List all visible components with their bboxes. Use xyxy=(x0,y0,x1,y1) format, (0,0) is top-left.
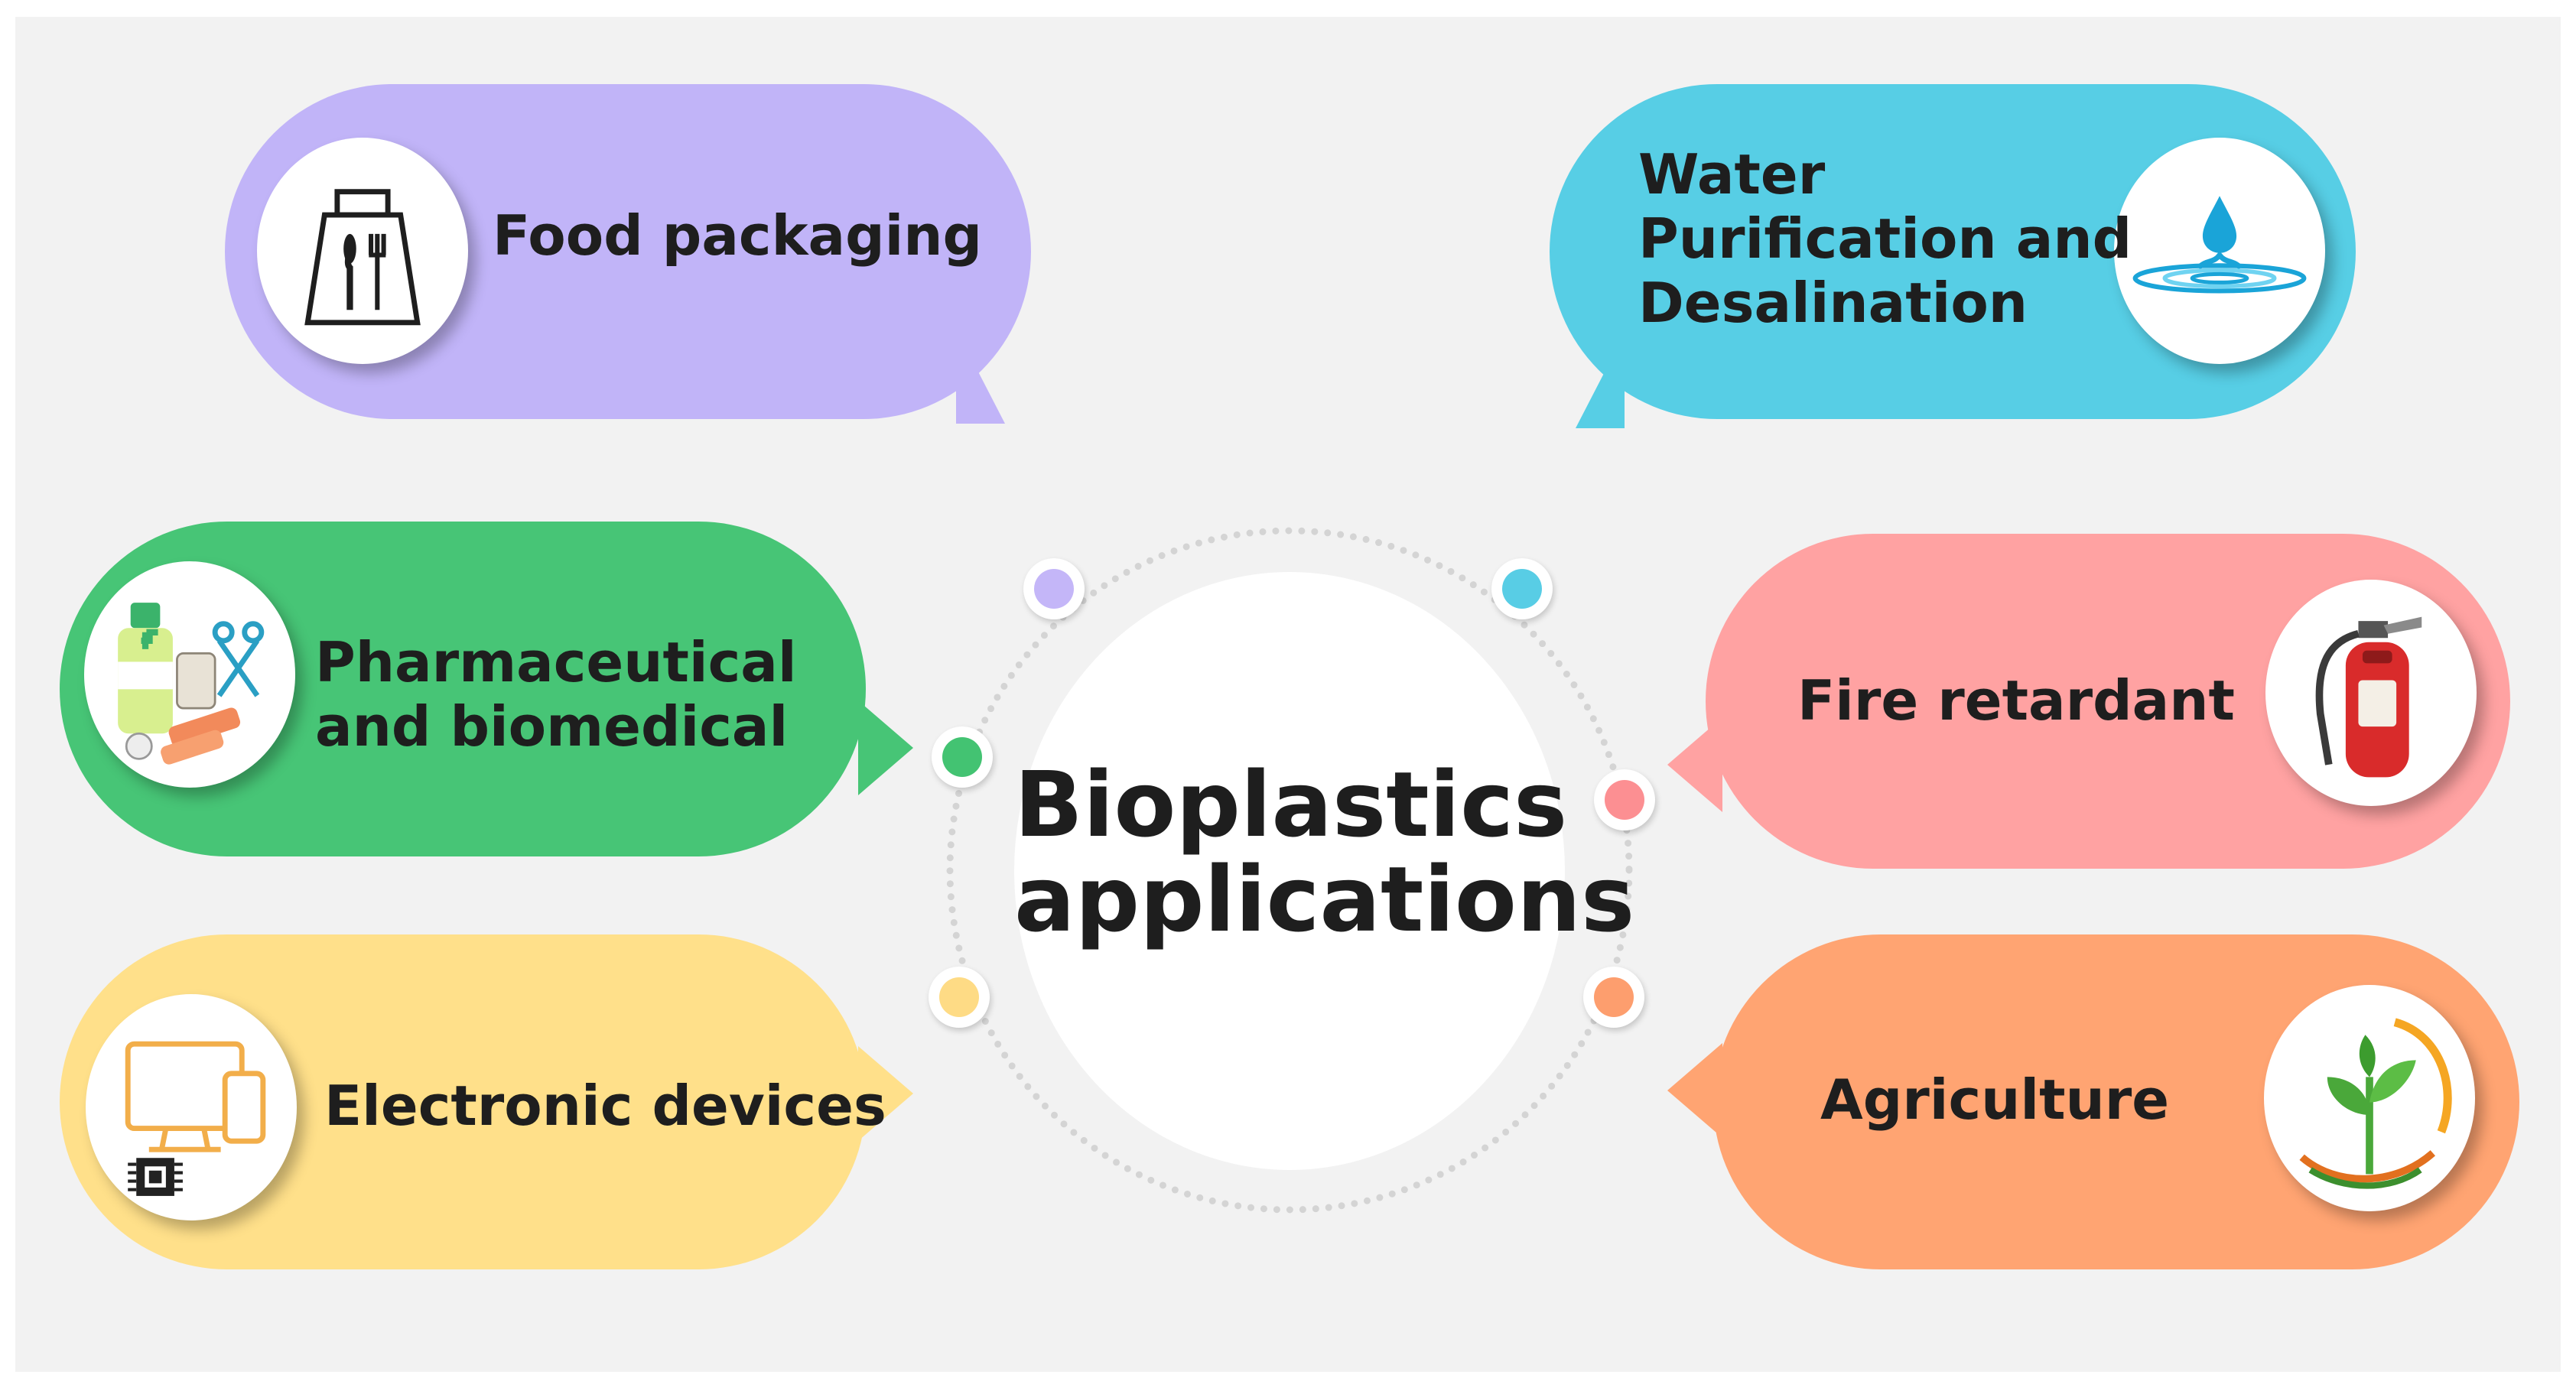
shopping-bag-cutlery-icon xyxy=(257,138,468,364)
tail-food-packaging xyxy=(956,329,1005,424)
dot-fill xyxy=(939,977,979,1017)
label-pharmaceutical: Pharmaceutical and biomedical xyxy=(315,630,797,759)
tail-water-purification xyxy=(1576,333,1625,428)
medical-supplies-icon xyxy=(84,561,295,788)
water-drop-icon xyxy=(2114,138,2325,364)
dot-agriculture xyxy=(1583,967,1644,1028)
fire-extinguisher-icon xyxy=(2265,580,2477,806)
label-water-purification: Water Purification and Desalination xyxy=(1638,142,2132,335)
dot-fill xyxy=(1594,977,1634,1017)
dot-fill xyxy=(1605,780,1644,820)
computer-devices-icon xyxy=(86,994,297,1220)
center-circle xyxy=(1014,572,1565,1170)
dot-fire-retardant xyxy=(1594,769,1655,830)
dot-water-purification xyxy=(1491,558,1553,619)
dot-fill xyxy=(1502,569,1542,609)
center-title: Bioplastics applications xyxy=(1014,752,1635,952)
dot-fill xyxy=(1034,569,1074,609)
label-fire-retardant: Fire retardant xyxy=(1797,668,2235,733)
tail-agriculture xyxy=(1667,1043,1722,1138)
dot-pharmaceutical xyxy=(932,726,993,788)
dot-food-packaging xyxy=(1023,558,1085,619)
dot-fill xyxy=(942,737,982,777)
dot-electronic-devices xyxy=(929,967,990,1028)
plant-sprout-icon xyxy=(2264,985,2475,1211)
label-electronic-devices: Electronic devices xyxy=(324,1074,886,1138)
label-food-packaging: Food packaging xyxy=(493,203,983,268)
tail-electronic-devices xyxy=(858,1046,913,1141)
tail-pharmaceutical xyxy=(858,700,913,795)
tail-fire-retardant xyxy=(1667,717,1722,812)
label-agriculture: Agriculture xyxy=(1820,1068,2170,1132)
